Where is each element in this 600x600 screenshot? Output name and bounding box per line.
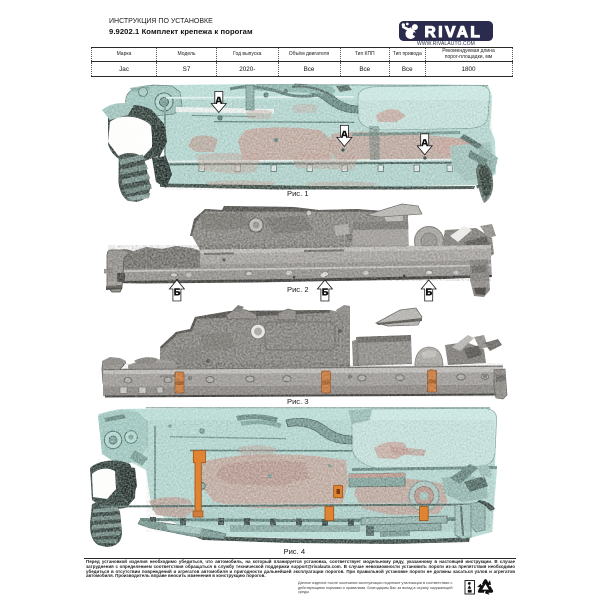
svg-text:RIVAL: RIVAL: [424, 24, 482, 41]
